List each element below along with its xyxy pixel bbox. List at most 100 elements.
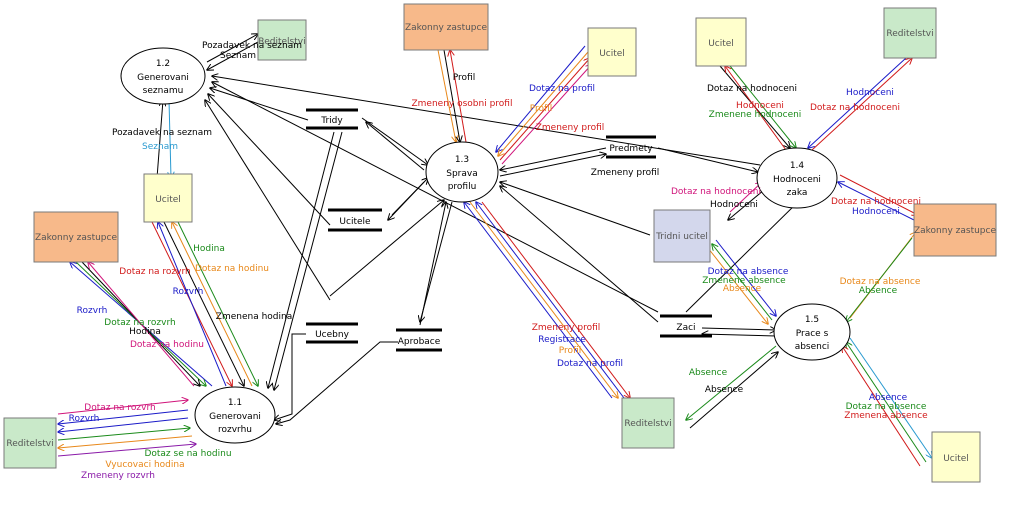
flow-line [499, 154, 606, 177]
flow-line [163, 221, 244, 386]
flow-line [469, 201, 618, 398]
flow-label: Rozvrh [77, 306, 108, 316]
flow-label: Dotaz na profil [557, 359, 623, 369]
flow-line [276, 341, 398, 424]
flow-line [686, 345, 777, 420]
flow-line [58, 435, 193, 448]
flow-line [388, 181, 425, 220]
flow-label: Hodina [129, 327, 161, 337]
store-predmety[interactable]: Predmety [606, 135, 656, 159]
flow-label: Rozvrh [173, 287, 204, 297]
entity-label: Zakonny zastupce [405, 23, 487, 33]
process-label: Prace s [796, 329, 829, 339]
flow-line [274, 333, 306, 420]
process-label: seznamu [143, 86, 184, 96]
flow-label: Zmenena absence [844, 411, 928, 421]
store-tridy[interactable]: Tridy [306, 108, 358, 130]
flow-line [177, 221, 258, 386]
flow-label: Zmeneny profil [532, 323, 601, 333]
flow-label: Zmeneny profil [591, 168, 660, 178]
entity-label: Zakonny zastupce [914, 226, 996, 236]
entity-tridni-ucitel[interactable]: Tridni ucitel [653, 209, 711, 263]
entity-label: Reditelstvi [6, 439, 53, 449]
flow-line [437, 49, 456, 142]
flow-line [58, 409, 189, 424]
flow-line [500, 147, 607, 170]
store-label: Predmety [609, 144, 653, 154]
flow-label: Dotaz se na hodinu [144, 449, 231, 459]
flow-label: Zmenena hodina [216, 312, 292, 322]
process-1-5[interactable]: 1.5 Prace s absenci [773, 303, 851, 361]
flow-label: Hodnoceni [846, 88, 894, 98]
flow-line [172, 222, 253, 387]
flow-line [464, 202, 613, 399]
process-label: rozvrhu [218, 425, 252, 435]
process-1-3[interactable]: 1.3 Sprava profilu [425, 141, 499, 203]
flow-line [811, 58, 912, 151]
entity-reditelstvi-top-right[interactable]: Reditelstvi [883, 7, 937, 59]
flow-line [206, 34, 258, 63]
entity-zakonny-zastupce-top[interactable]: Zakonny zastupce [403, 3, 489, 51]
flow-line [729, 65, 796, 148]
flow-label: Profil [559, 346, 581, 356]
entity-ucitel-bottom[interactable]: Ucitel [931, 431, 981, 483]
flow-label: Dotaz na absence [840, 277, 921, 287]
entity-zakonny-zastupce-left[interactable]: Zakonny zastupce [33, 211, 119, 263]
flow-line [846, 237, 913, 322]
entity-reditelstvi-top[interactable]: Reditelstvi [257, 19, 307, 61]
process-1-1[interactable]: 1.1 Generovani rozvrhu [194, 386, 276, 444]
entity-ucitel-top-right[interactable]: Ucitel [695, 17, 747, 67]
flow-line [499, 58, 590, 161]
store-ucebny[interactable]: Ucebny [306, 322, 358, 344]
entity-ucitel-left[interactable]: Ucitel [143, 173, 193, 223]
store-label: Ucebny [315, 330, 349, 340]
entity-label: Zakonny zastupce [35, 233, 117, 243]
flow-label: Dotaz na rozvrh [84, 403, 155, 413]
flow-line [657, 147, 758, 172]
process-number: 1.3 [455, 155, 469, 165]
flow-line [361, 117, 428, 165]
entity-label: Reditelstvi [258, 37, 305, 47]
flow-line [58, 417, 189, 432]
flow-label: Dotaz na absence [846, 402, 927, 412]
process-label: Generovani [209, 412, 261, 422]
entity-reditelstvi-left[interactable]: Reditelstvi [3, 417, 57, 469]
flow-line [701, 328, 776, 330]
process-1-4[interactable]: 1.4 Hodnoceni zaka [756, 147, 838, 209]
flow-line [366, 122, 425, 171]
store-label: Aprobace [398, 337, 441, 347]
store-zaci[interactable]: Zaci [660, 314, 712, 338]
flow-label: Absence [869, 393, 908, 403]
flow-line [212, 82, 659, 313]
flow-line [274, 131, 343, 390]
flow-line [685, 200, 800, 313]
flow-line [702, 334, 777, 336]
flow-line [57, 444, 196, 457]
store-label: Tridy [320, 116, 343, 126]
flow-line [501, 64, 592, 165]
flow-line [842, 346, 921, 467]
store-aprobace[interactable]: Aprobace [396, 328, 442, 352]
flow-label: Absence [689, 368, 728, 378]
flow-line [707, 247, 768, 324]
flow-line [500, 182, 651, 236]
entity-reditelstvi-bottom[interactable]: Reditelstvi [621, 397, 675, 449]
store-label: Zaci [676, 323, 695, 333]
flow-line [205, 100, 331, 301]
entity-ucitel-top[interactable]: Ucitel [587, 27, 637, 77]
entity-label: Ucitel [155, 195, 181, 205]
flow-line [712, 244, 773, 321]
flow-line [57, 400, 188, 415]
entity-label: Reditelstvi [624, 419, 671, 429]
flow-label: Absence [723, 284, 762, 294]
process-1-2[interactable]: 1.2 Generovani seznamu [120, 47, 206, 105]
entity-zakonny-zastupce-right[interactable]: Zakonny zastupce [913, 203, 997, 257]
store-ucitele[interactable]: Ucitele [328, 208, 382, 232]
flow-line [500, 186, 659, 323]
flow-label: Hodnoceni [852, 207, 900, 217]
flow-labels: Pozadavek na seznam Seznam Pozadavek na … [69, 41, 929, 481]
process-label: zaka [787, 188, 808, 198]
process-number: 1.4 [790, 161, 805, 171]
flow-line [450, 50, 467, 143]
